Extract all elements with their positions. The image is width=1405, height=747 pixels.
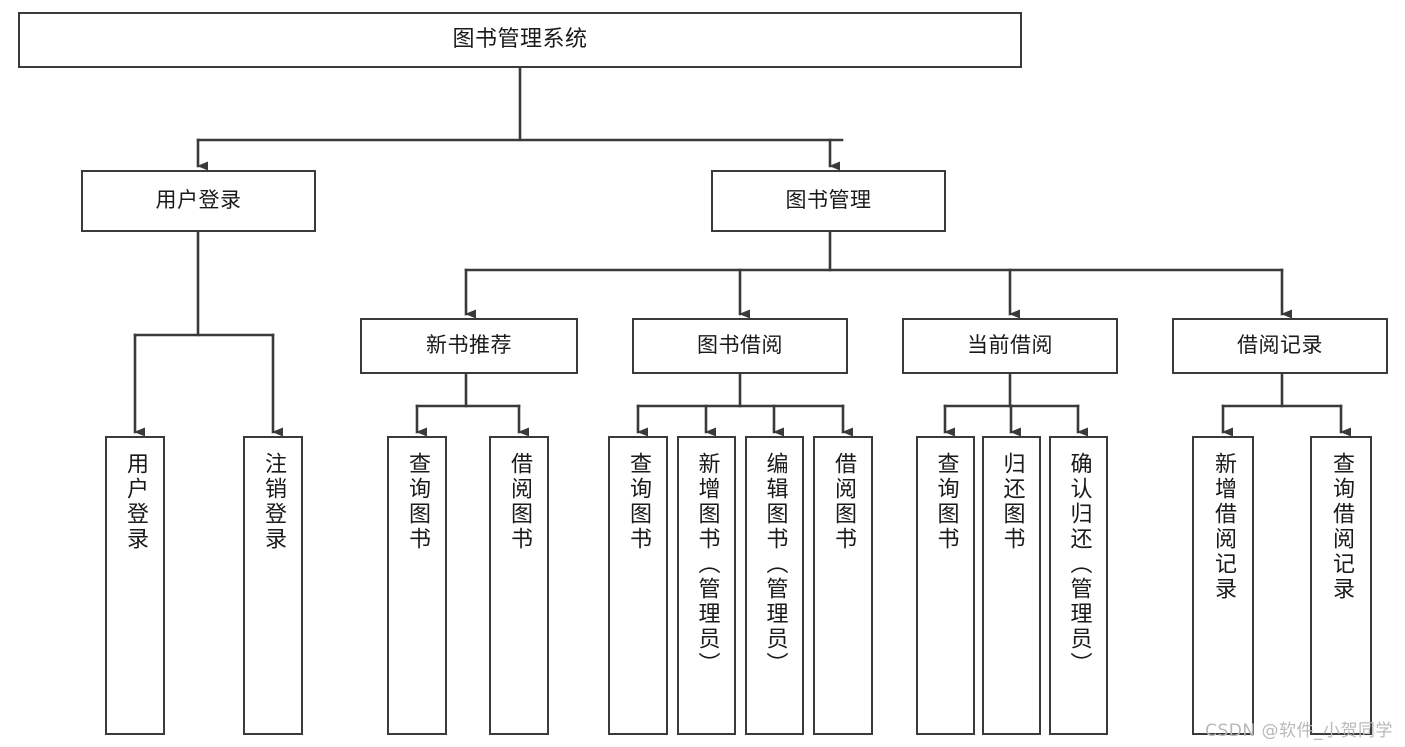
leaf-current-borrow-confirm[interactable]: 确认归还（管理员） <box>1049 436 1108 735</box>
node-book-borrow[interactable]: 图书借阅 <box>632 318 848 374</box>
leaf-book-borrow-edit[interactable]: 编辑图书（管理员） <box>745 436 804 735</box>
leaf-new-book-borrow-label: 借阅图书 <box>507 452 532 552</box>
leaf-book-borrow-query[interactable]: 查询图书 <box>608 436 668 735</box>
leaf-current-borrow-confirm-label: 确认归还（管理员） <box>1066 452 1092 677</box>
csdn-watermark: CSDN @软件_小贺同学 <box>1205 721 1393 741</box>
leaf-new-book-query-label: 查询图书 <box>405 452 430 552</box>
node-current-borrow[interactable]: 当前借阅 <box>902 318 1118 374</box>
leaf-book-borrow-lend[interactable]: 借阅图书 <box>813 436 873 735</box>
leaf-book-borrow-query-label: 查询图书 <box>626 452 651 552</box>
leaf-current-borrow-return[interactable]: 归还图书 <box>982 436 1041 735</box>
leaf-book-borrow-add[interactable]: 新增图书（管理员） <box>677 436 736 735</box>
leaf-user-login-signout-label: 注销登录 <box>261 452 286 552</box>
leaf-new-book-query[interactable]: 查询图书 <box>387 436 447 735</box>
leaf-current-borrow-query[interactable]: 查询图书 <box>916 436 975 735</box>
leaf-book-borrow-lend-label: 借阅图书 <box>831 452 856 552</box>
node-borrow-record-label: 借阅记录 <box>1237 333 1323 358</box>
node-new-book-recommend-label: 新书推荐 <box>426 333 512 358</box>
node-user-login[interactable]: 用户登录 <box>81 170 316 232</box>
node-new-book-recommend[interactable]: 新书推荐 <box>360 318 578 374</box>
leaf-user-login-signin-label: 用户登录 <box>123 452 148 552</box>
leaf-book-borrow-add-label: 新增图书（管理员） <box>694 452 720 677</box>
leaf-current-borrow-query-label: 查询图书 <box>933 452 959 552</box>
leaf-user-login-signout[interactable]: 注销登录 <box>243 436 303 735</box>
leaf-current-borrow-return-label: 归还图书 <box>999 452 1025 552</box>
node-book-management-label: 图书管理 <box>785 188 872 213</box>
leaf-user-login-signin[interactable]: 用户登录 <box>105 436 165 735</box>
node-root-system-label: 图书管理系统 <box>452 26 588 52</box>
node-book-management[interactable]: 图书管理 <box>711 170 946 232</box>
node-user-login-label: 用户登录 <box>155 188 242 213</box>
leaf-borrow-record-add-label: 新增借阅记录 <box>1211 452 1236 602</box>
leaf-borrow-record-query-label: 查询借阅记录 <box>1329 452 1354 602</box>
node-root-system[interactable]: 图书管理系统 <box>18 12 1022 68</box>
node-book-borrow-label: 图书借阅 <box>697 333 783 358</box>
node-current-borrow-label: 当前借阅 <box>967 333 1053 358</box>
leaf-new-book-borrow[interactable]: 借阅图书 <box>489 436 549 735</box>
leaf-borrow-record-query[interactable]: 查询借阅记录 <box>1310 436 1372 735</box>
node-borrow-record[interactable]: 借阅记录 <box>1172 318 1388 374</box>
leaf-borrow-record-add[interactable]: 新增借阅记录 <box>1192 436 1254 735</box>
leaf-book-borrow-edit-label: 编辑图书（管理员） <box>762 452 788 677</box>
